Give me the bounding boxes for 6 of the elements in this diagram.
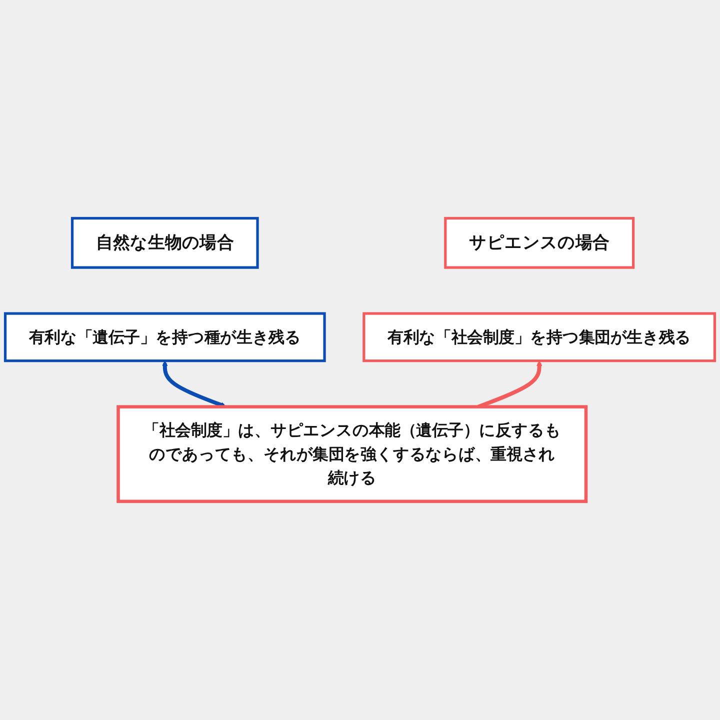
node-box: 「社会制度」は、サピエンスの本能（遺伝子）に反するものであっても、それが集団を強くするならば、重視され続ける: [116, 405, 588, 504]
node-box: 有利な「社会制度」を持つ集団が生き残る: [362, 312, 716, 362]
arrow: [162, 360, 226, 408]
node-box: サピエンスの場合: [444, 217, 635, 269]
node-box: 有利な「遺伝子」を持つ種が生き残る: [4, 312, 326, 362]
node-box: 自然な生物の場合: [70, 217, 259, 269]
